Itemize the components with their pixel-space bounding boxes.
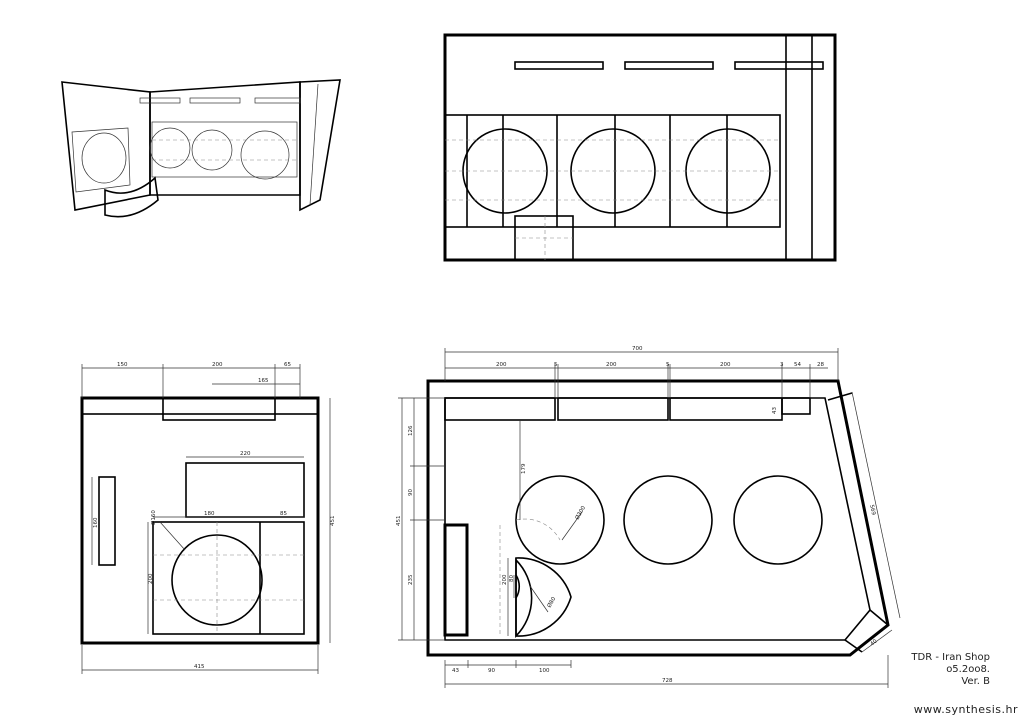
- dim-90-bottom: 90: [488, 668, 495, 674]
- dim-415: 415: [194, 664, 205, 670]
- floor-plan: [398, 348, 901, 688]
- dim-220: 220: [240, 451, 251, 457]
- project-version: Ver. B: [961, 676, 990, 687]
- front-elevation: [443, 33, 837, 262]
- dim-85: 85: [280, 511, 287, 517]
- dim-3: 3: [780, 362, 784, 368]
- dim-200: 200: [212, 362, 223, 368]
- perspective-view: [61, 79, 341, 218]
- project-title: TDR - Iran Shop: [911, 652, 990, 663]
- dim-200-b: 200: [606, 362, 617, 368]
- dim-451-plan: 451: [396, 516, 402, 527]
- dim-451: 451: [330, 516, 336, 527]
- website-link[interactable]: www.synthesis.hr: [913, 703, 1018, 716]
- dim-d80: Ø80: [546, 595, 558, 609]
- dim-43: 43: [772, 407, 778, 414]
- dim-700: 700: [632, 346, 643, 352]
- dim-d300: Ø300: [574, 504, 588, 521]
- dim-200-c: 200: [720, 362, 731, 368]
- dim-5-a: 5: [554, 362, 558, 368]
- dim-150: 150: [117, 362, 128, 368]
- dim-728: 728: [662, 678, 673, 684]
- dim-90: 90: [408, 489, 414, 496]
- dim-160: 160: [93, 517, 99, 528]
- dim-28: 28: [817, 362, 824, 368]
- dim-126: 126: [408, 425, 414, 436]
- dim-54: 54: [794, 362, 801, 368]
- dim-179: 179: [521, 463, 527, 474]
- dim-569: 569: [868, 504, 876, 516]
- title-block: TDR - Iran Shop o5.2oo8. Ver. B: [911, 652, 990, 688]
- dim-100-bottom: 100: [539, 668, 550, 674]
- dim-200-plan: 200: [502, 574, 508, 585]
- side-section: [80, 364, 331, 674]
- dim-40: 40: [869, 638, 879, 647]
- dim-200-a: 200: [496, 362, 507, 368]
- dim-d160: Ø160: [150, 510, 157, 525]
- dim-180: 180: [204, 511, 215, 517]
- project-date: o5.2oo8.: [946, 664, 990, 675]
- dim-200-vertical: 200: [148, 573, 154, 584]
- dim-235: 235: [408, 574, 414, 585]
- side-section-dimensions: 150 200 65 165 220 180 85 Ø160 160 200 4…: [93, 362, 336, 670]
- dim-80: 80: [509, 575, 515, 582]
- dim-165: 165: [258, 378, 269, 384]
- dim-43-bottom: 43: [452, 668, 459, 674]
- dim-65: 65: [284, 362, 291, 368]
- dim-5-b: 5: [666, 362, 670, 368]
